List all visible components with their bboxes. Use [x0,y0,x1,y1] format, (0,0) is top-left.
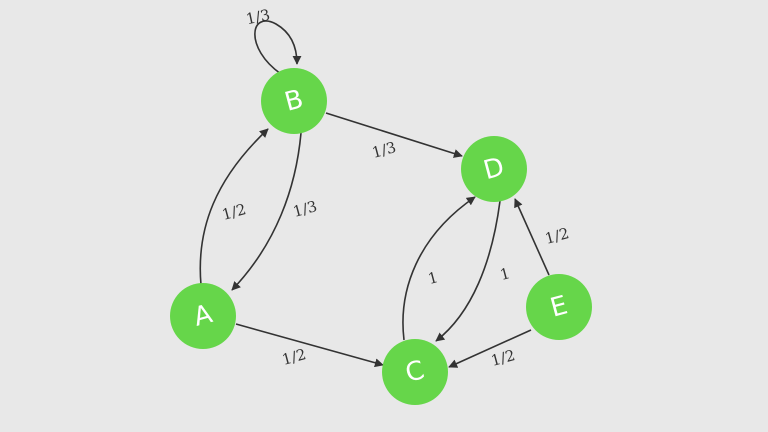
edges [199,20,550,368]
edge-label-a-c: 1/2 [280,345,308,369]
node-c-circle [382,339,448,405]
edge-b-b [254,20,302,75]
edge-label-e-d: 1/2 [543,224,571,248]
edge-label-b-b: 1/3 [244,6,271,29]
edge-label-b-d: 1/3 [370,138,398,162]
node-b: B [261,68,327,134]
edge-e-c [448,329,532,368]
edge-labels: 1/3 1/2 1/3 1/3 1/2 1 1 1/2 1/2 [220,6,571,370]
edge-a-c [235,323,384,368]
edge-label-b-a: 1/3 [291,197,319,221]
edge-c-d [402,196,476,341]
edge-label-c-d: 1 [426,268,440,288]
node-b-circle [261,68,327,134]
edge-d-c [435,200,501,342]
node-d: D [461,136,527,202]
edge-label-e-c: 1/2 [489,346,517,370]
node-a-circle [170,283,236,349]
edge-a-b [199,128,269,286]
edge-label-d-c: 1 [498,264,512,284]
node-c: C [382,339,448,405]
edge-e-d [514,198,550,276]
node-e-label: E [547,290,571,323]
node-e: E [526,274,592,340]
edge-b-a [231,132,302,291]
edge-b-d [325,112,463,158]
node-e-circle [526,274,592,340]
node-a: A [170,283,236,349]
node-d-circle [461,136,527,202]
edge-label-a-b: 1/2 [220,200,248,224]
